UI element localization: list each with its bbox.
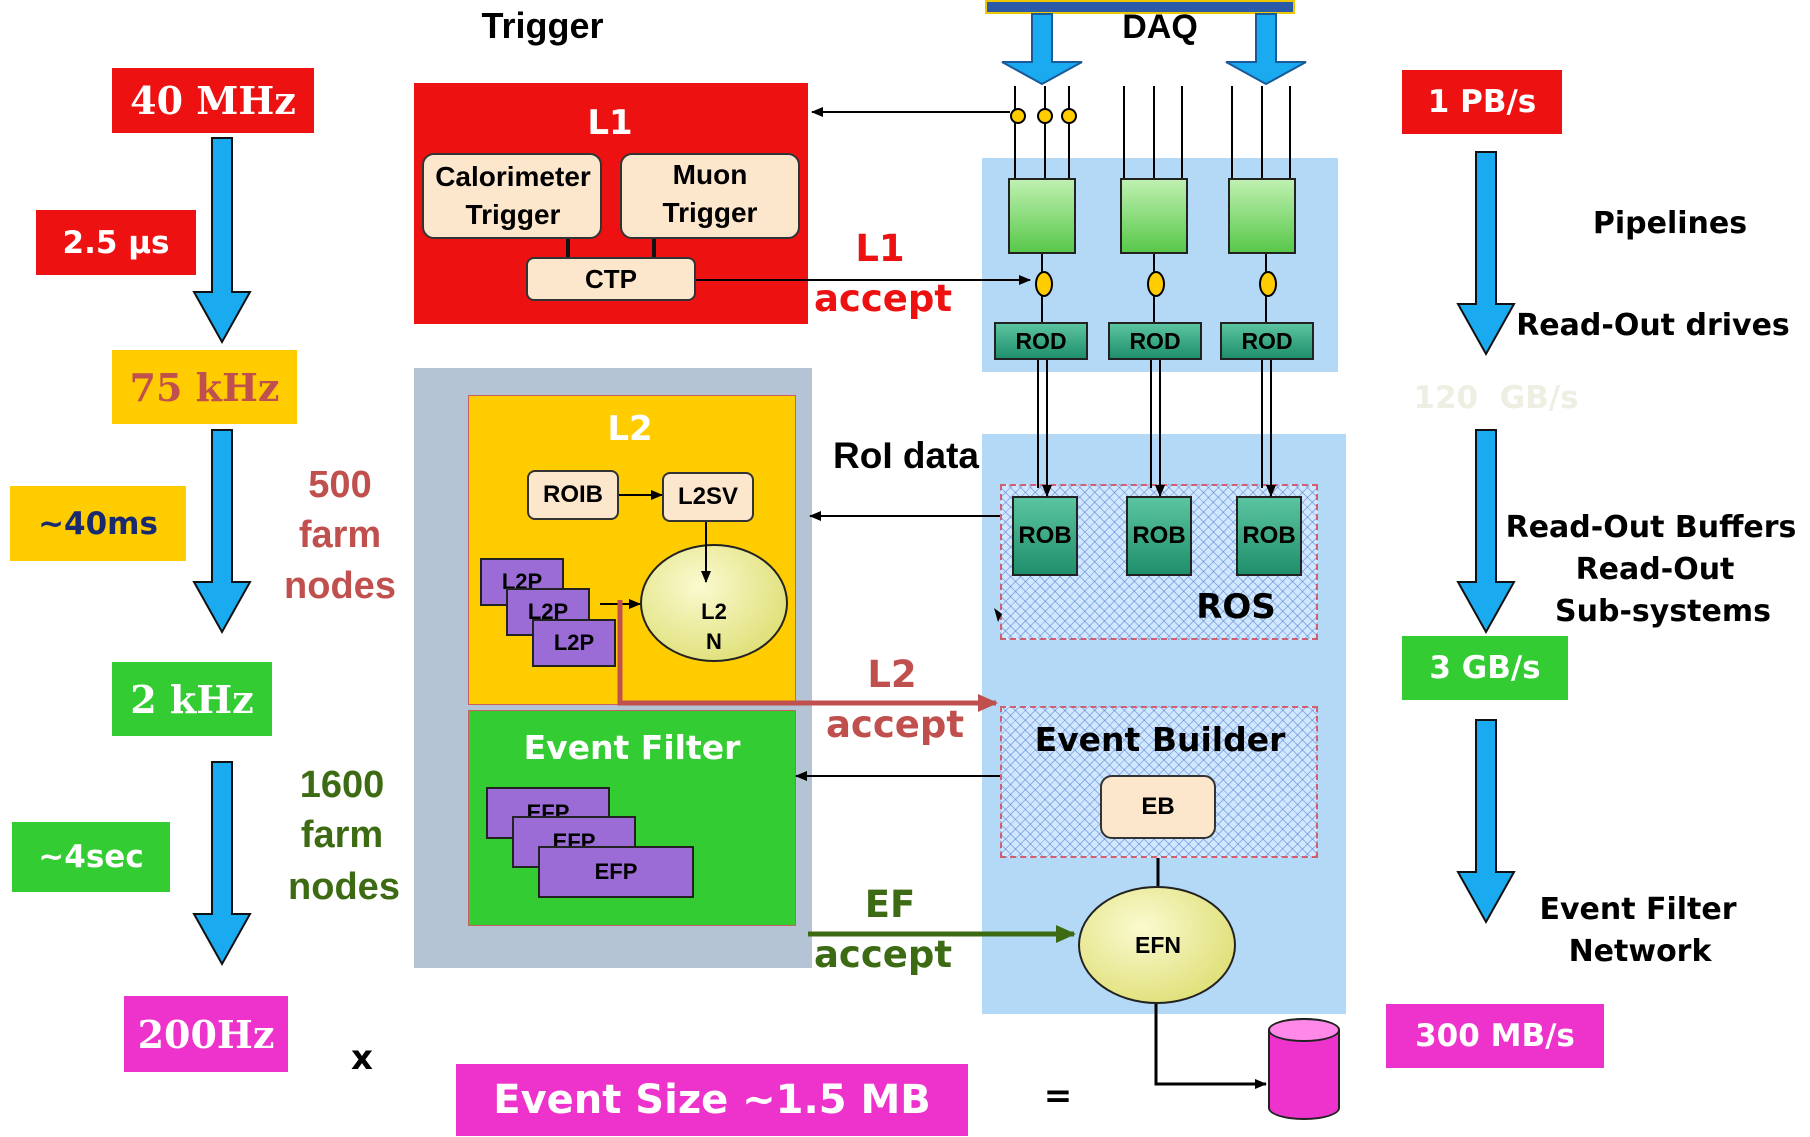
l2-farm-label: farm — [298, 513, 382, 556]
rate-2khz: 2 kHz — [112, 662, 272, 736]
efn-ellipse — [1078, 886, 1236, 1004]
muon-trigger-line1: Muon — [672, 159, 748, 190]
l2n-label-line1: L2 — [701, 599, 727, 624]
event-builder-label: Event Builder — [1034, 719, 1286, 759]
rate-300mbs: 300 MB/s — [1386, 1004, 1604, 1068]
rod-box-3: ROD — [1220, 322, 1314, 360]
calo-ctp-connector — [566, 239, 570, 257]
efn-desc-line2: Network — [1568, 933, 1712, 969]
ef-title: Event Filter — [523, 727, 741, 767]
rob-desc-line2: Read-Out — [1575, 551, 1735, 587]
daq-input-arrow-2 — [1225, 13, 1307, 86]
rate-120gbs: 120 GB/s — [1413, 380, 1579, 416]
efp-node-3: EFP — [538, 846, 694, 898]
calorimeter-trigger-line2: Trigger — [465, 199, 561, 230]
multiply-sign: x — [351, 1038, 373, 1078]
rate-75khz: 75 kHz — [112, 350, 297, 424]
l2-accept-line1: L2 — [867, 652, 917, 696]
l2p-node-3: L2P — [532, 619, 616, 667]
storage-cylinder-top — [1268, 1018, 1340, 1042]
readout-drives-label: Read-Out drives — [1516, 307, 1790, 343]
efn-to-storage-arrow — [1154, 1004, 1267, 1089]
latency-ef: ~4sec — [12, 822, 170, 892]
rob-box-2: ROB — [1126, 496, 1192, 576]
rate-1pbs: 1 PB/s — [1402, 70, 1562, 134]
left-arrow-1 — [192, 137, 252, 345]
muon-trigger-box — [620, 153, 800, 239]
ef-accept-line2: accept — [813, 932, 953, 976]
rod-box-2: ROD — [1108, 322, 1202, 360]
efn-desc-line1: Event Filter — [1539, 891, 1737, 927]
rob-desc-line1: Read-Out Buffers — [1505, 509, 1797, 545]
l1-accept-line1: L1 — [855, 226, 905, 270]
l2-farm-count: 500 — [308, 463, 372, 506]
l2-accept-line2: accept — [825, 702, 965, 746]
rate-40mhz: 40 MHz — [112, 68, 314, 133]
roi-data-label: RoI data — [833, 435, 979, 476]
pipeline-box-1 — [1008, 178, 1076, 254]
daq-title: DAQ — [1122, 7, 1198, 46]
trigger-title: Trigger — [481, 5, 604, 46]
l2n-label-line2: N — [706, 629, 722, 654]
l1-title: L1 — [587, 103, 633, 143]
right-arrow-3 — [1456, 719, 1516, 925]
left-flow-arrows — [192, 137, 252, 967]
ctp-box: CTP — [526, 257, 696, 301]
eb-box: EB — [1100, 775, 1216, 839]
l2-title: L2 — [607, 409, 653, 449]
calorimeter-trigger-box — [422, 153, 602, 239]
equals-sign: = — [1043, 1076, 1073, 1116]
ef-farm-count: 1600 — [299, 763, 385, 806]
daq-image-strip — [985, 0, 1295, 14]
roib-box: ROIB — [527, 470, 619, 520]
pipeline-box-2 — [1120, 178, 1188, 254]
muon-trigger-line2: Trigger — [662, 197, 758, 228]
latency-l1: 2.5 μs — [36, 210, 196, 275]
latency-l2: ~40ms — [10, 486, 186, 561]
daq-input-arrow-1 — [1001, 13, 1083, 86]
rate-3gbs: 3 GB/s — [1402, 636, 1568, 700]
rob-desc-line3: Sub-systems — [1555, 593, 1771, 629]
l2-farm-nodes: nodes — [284, 564, 396, 607]
efn-label: EFN — [1135, 931, 1181, 958]
calorimeter-trigger-line1: Calorimeter — [435, 161, 591, 192]
muon-ctp-connector — [652, 239, 656, 257]
rob-box-1: ROB — [1012, 496, 1078, 576]
ef-farm-nodes: nodes — [288, 865, 400, 908]
l2sv-box: L2SV — [662, 472, 754, 522]
rate-200hz: 200Hz — [124, 996, 288, 1072]
ef-farm-label: farm — [300, 813, 384, 856]
pipeline-box-3 — [1228, 178, 1296, 254]
event-size-box: Event Size ~1.5 MB — [456, 1064, 968, 1136]
pipelines-label: Pipelines — [1592, 205, 1748, 241]
l1-accept-line2: accept — [813, 276, 953, 320]
left-arrow-3 — [192, 761, 252, 967]
left-arrow-2 — [192, 429, 252, 635]
rod-box-1: ROD — [994, 322, 1088, 360]
rob-box-3: ROB — [1236, 496, 1302, 576]
ros-label: ROS — [1196, 587, 1276, 627]
ef-accept-line1: EF — [864, 882, 916, 926]
